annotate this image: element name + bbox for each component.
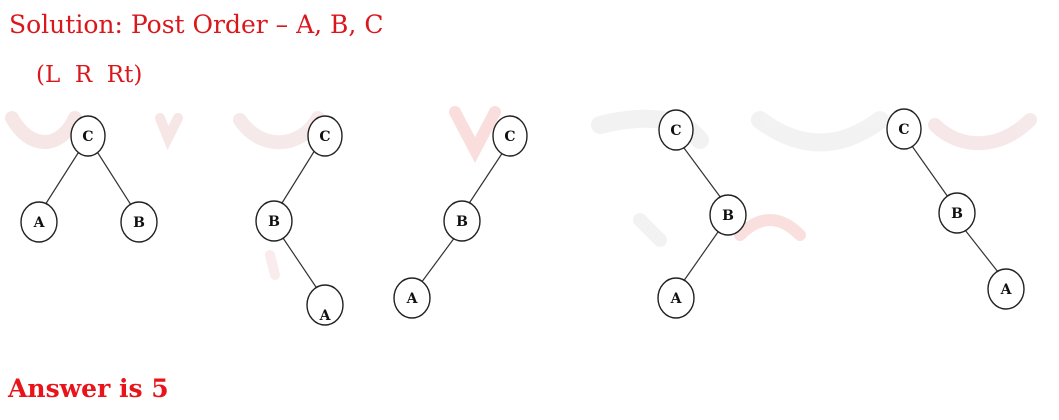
answer-text: Answer is 5	[8, 374, 169, 403]
tree-2: C B A	[255, 115, 344, 326]
node-label: B	[722, 208, 734, 224]
edge-c-b	[95, 149, 132, 206]
edge-b-a	[282, 237, 319, 291]
tree-node: A	[657, 277, 695, 319]
node-label: A	[33, 215, 46, 231]
node-label: B	[268, 214, 280, 230]
tree-node: A	[393, 277, 431, 319]
edge-b-a	[682, 231, 719, 283]
tree-node: B	[938, 192, 976, 234]
node-label: A	[1000, 282, 1013, 298]
tree-node: C	[658, 109, 694, 151]
edge-b-a	[420, 236, 456, 284]
tree-1: C A B	[20, 115, 158, 243]
node-label: B	[133, 215, 145, 231]
tree-node: B	[120, 201, 158, 243]
tree-node: C	[886, 108, 922, 150]
node-label: B	[951, 206, 963, 222]
edge-c-b	[683, 147, 722, 199]
node-label: C	[898, 122, 909, 138]
edge-c-b	[911, 145, 949, 198]
tree-5: C B A	[886, 108, 1025, 310]
node-label: C	[504, 129, 515, 145]
traversal-order-note: (L R Rt)	[36, 62, 143, 88]
tree-node: C	[70, 115, 106, 157]
node-label: B	[456, 214, 468, 230]
solution-title: Solution: Post Order – A, B, C	[9, 10, 384, 39]
tree-node: C	[492, 115, 528, 157]
tree-node: A	[20, 201, 58, 243]
node-label: C	[82, 129, 93, 145]
tree-node: B	[255, 200, 293, 242]
edge-c-b	[281, 149, 316, 204]
edge-c-b	[467, 151, 504, 206]
tree-node: A	[306, 284, 344, 326]
node-label: A	[319, 308, 332, 324]
tree-node: B	[709, 194, 747, 236]
node-label: C	[319, 129, 330, 145]
node-label: A	[406, 291, 419, 307]
tree-node: B	[443, 200, 481, 242]
edge-c-a	[44, 149, 81, 206]
edge-b-a	[964, 229, 999, 273]
tree-4: C B A	[657, 109, 747, 319]
tree-3: C B A	[393, 115, 528, 319]
node-label: C	[670, 123, 681, 139]
node-label: A	[670, 291, 683, 307]
tree-node: C	[307, 115, 343, 157]
tree-node: A	[987, 268, 1025, 310]
